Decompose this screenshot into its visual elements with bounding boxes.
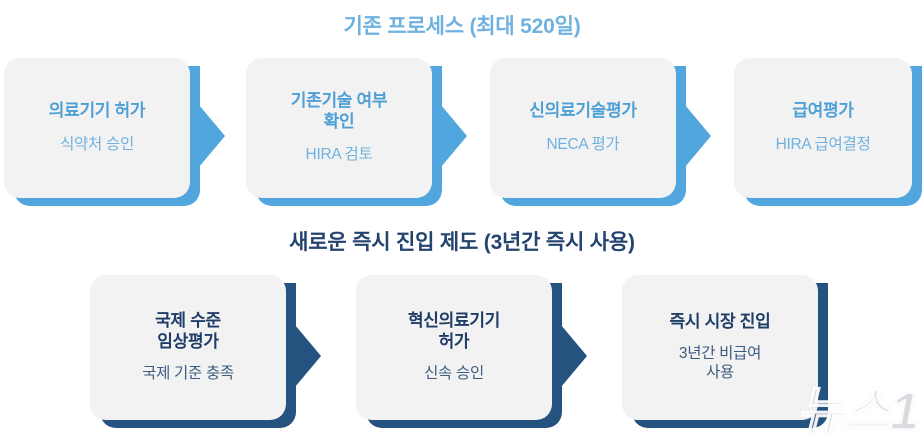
step-subtitle: NECA 평가: [546, 135, 620, 153]
step-subtitle: HIRA 검토: [305, 146, 373, 164]
step-title: 급여평가: [792, 101, 854, 121]
step-card: 의료기기 허가 식약처 승인: [4, 58, 190, 198]
arrow-right-icon: [199, 105, 225, 167]
step-title: 신의료기술평가: [529, 101, 637, 121]
step-card: 신의료기술평가 NECA 평가: [490, 58, 676, 198]
step-title: 즉시 시장 진입: [669, 312, 771, 332]
fasttrack-step-2[interactable]: 혁신의료기기 허가 신속 승인: [356, 275, 587, 428]
step-card: 혁신의료기기 허가 신속 승인: [356, 275, 552, 420]
new-process-row: 국제 수준 임상평가 국제 기준 충족 혁신의료기기 허가 신속 승인 즉시 시…: [0, 275, 924, 430]
legacy-process-row: 의료기기 허가 식약처 승인 기존기술 여부 확인 HIRA 검토 신의료기술평…: [0, 58, 924, 206]
fasttrack-step-3[interactable]: 즉시 시장 진입 3년간 비급여 사용: [622, 275, 828, 428]
arrow-right-icon: [685, 105, 711, 167]
fasttrack-step-1[interactable]: 국제 수준 임상평가 국제 기준 충족: [90, 275, 321, 428]
step-title: 혁신의료기기 허가: [407, 311, 501, 352]
step-card: 기존기술 여부 확인 HIRA 검토: [246, 58, 432, 198]
process-step-2[interactable]: 기존기술 여부 확인 HIRA 검토: [246, 58, 467, 206]
step-card: 급여평가 HIRA 급여결정: [734, 58, 912, 198]
arrow-right-icon: [561, 324, 587, 387]
step-card: 국제 수준 임상평가 국제 기준 충족: [90, 275, 286, 420]
step-subtitle: 신속 승인: [424, 364, 484, 382]
step-subtitle: 국제 기준 충족: [142, 364, 234, 382]
step-subtitle: HIRA 급여결정: [775, 135, 871, 153]
step-title: 의료기기 허가: [48, 101, 146, 121]
step-subtitle: 3년간 비급여 사용: [678, 344, 762, 381]
arrow-right-icon: [441, 105, 467, 167]
process-step-4[interactable]: 급여평가 HIRA 급여결정: [734, 58, 922, 206]
new-process-title: 새로운 즉시 진입 제도 (3년간 즉시 사용): [289, 231, 635, 254]
step-subtitle: 식약처 승인: [60, 135, 134, 153]
arrow-right-icon: [295, 324, 321, 387]
step-title: 국제 수준 임상평가: [155, 311, 221, 352]
process-step-1[interactable]: 의료기기 허가 식약처 승인: [4, 58, 225, 206]
legacy-process-title: 기존 프로세스 (최대 520일): [343, 15, 581, 38]
process-step-3[interactable]: 신의료기술평가 NECA 평가: [490, 58, 711, 206]
step-title: 기존기술 여부 확인: [290, 90, 388, 131]
step-card: 즉시 시장 진입 3년간 비급여 사용: [622, 275, 818, 420]
